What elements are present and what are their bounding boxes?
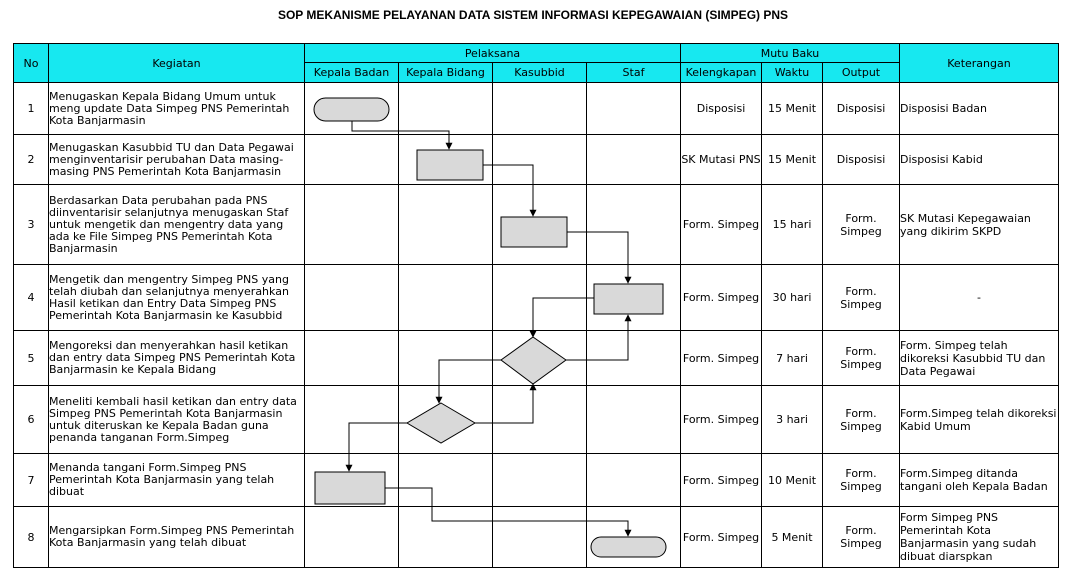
row-kegiatan: Mengarsipkan Form.Simpeg PNS Pemerintah …	[48, 506, 305, 568]
sop-table: No Kegiatan Pelaksana Mutu Baku Keterang…	[13, 43, 1059, 568]
row-keterangan: -	[899, 264, 1059, 331]
row-kelengkapan: Form. Simpeg	[680, 385, 762, 454]
row-kegiatan: Meneliti kembali hasil ketikan dan entry…	[48, 385, 305, 454]
row-waktu: 15 Menit	[761, 134, 823, 185]
row-no: 8	[13, 506, 49, 568]
row-waktu: 10 Menit	[761, 453, 823, 507]
table-row: 7 Menanda tangani Form.Simpeg PNS Pemeri…	[13, 453, 1059, 507]
header-no: No	[13, 43, 49, 83]
header-kelengkapan: Kelengkapan	[680, 62, 762, 83]
row-output: Disposisi	[822, 134, 900, 185]
header-kegiatan: Kegiatan	[48, 43, 305, 83]
row-kegiatan: Mengoreksi dan menyerahkan hasil ketikan…	[48, 330, 305, 386]
row-keterangan: Form Simpeg PNS Pemerintah Kota Banjarma…	[899, 506, 1059, 568]
row-waktu: 5 Menit	[761, 506, 823, 568]
row-no: 2	[13, 134, 49, 185]
row-keterangan: SK Mutasi Kepegawaian yang dikirim SKPD	[899, 184, 1059, 265]
row-waktu: 30 hari	[761, 264, 823, 331]
row-kegiatan: Menugaskan Kepala Bidang Umum untuk meng…	[48, 82, 305, 135]
header-lane-kasubbid: Kasubbid	[492, 62, 587, 83]
table-row: 4 Mengetik dan mengentry Simpeg PNS yang…	[13, 264, 1059, 331]
row-keterangan: Form.Simpeg telah dikoreksi Kabid Umum	[899, 385, 1059, 454]
row-no: 5	[13, 330, 49, 386]
row-kelengkapan: Disposisi	[680, 82, 762, 135]
row-waktu: 7 hari	[761, 330, 823, 386]
page-title: SOP MEKANISME PELAYANAN DATA SISTEM INFO…	[277, 8, 789, 22]
row-kegiatan: Mengetik dan mengentry Simpeg PNS yang t…	[48, 264, 305, 331]
row-output: Form. Simpeg	[822, 264, 900, 331]
header-waktu: Waktu	[761, 62, 823, 83]
row-no: 4	[13, 264, 49, 331]
row-kegiatan: Menugaskan Kasubbid TU dan Data Pegawai …	[48, 134, 305, 185]
row-waktu: 15 Menit	[761, 82, 823, 135]
table-row: 8 Mengarsipkan Form.Simpeg PNS Pemerinta…	[13, 506, 1059, 568]
header-lane-kepala-badan: Kepala Badan	[304, 62, 399, 83]
header-keterangan: Keterangan	[899, 43, 1059, 83]
table-row: 5 Mengoreksi dan menyerahkan hasil ketik…	[13, 330, 1059, 386]
row-no: 7	[13, 453, 49, 507]
row-waktu: 3 hari	[761, 385, 823, 454]
header-lane-staf: Staf	[586, 62, 681, 83]
row-keterangan: Disposisi Badan	[899, 82, 1059, 135]
table-row: 2 Menugaskan Kasubbid TU dan Data Pegawa…	[13, 134, 1059, 185]
table-row: 6 Meneliti kembali hasil ketikan dan ent…	[13, 385, 1059, 454]
header-pelaksana: Pelaksana	[304, 43, 681, 63]
row-kegiatan: Berdasarkan Data perubahan pada PNS diin…	[48, 184, 305, 265]
row-output: Form. Simpeg	[822, 184, 900, 265]
row-kegiatan: Menanda tangani Form.Simpeg PNS Pemerint…	[48, 453, 305, 507]
row-kelengkapan: Form. Simpeg	[680, 330, 762, 386]
row-output: Disposisi	[822, 82, 900, 135]
row-waktu: 15 hari	[761, 184, 823, 265]
row-no: 6	[13, 385, 49, 454]
row-kelengkapan: Form. Simpeg	[680, 506, 762, 568]
header-output: Output	[822, 62, 900, 83]
row-kelengkapan: Form. Simpeg	[680, 264, 762, 331]
table-row: 3 Berdasarkan Data perubahan pada PNS di…	[13, 184, 1059, 265]
row-output: Form. Simpeg	[822, 506, 900, 568]
table-row: 1 Menugaskan Kepala Bidang Umum untuk me…	[13, 82, 1059, 135]
row-no: 1	[13, 82, 49, 135]
row-kelengkapan: Form. Simpeg	[680, 453, 762, 507]
header-lane-kepala-bidang: Kepala Bidang	[398, 62, 493, 83]
row-output: Form. Simpeg	[822, 453, 900, 507]
row-keterangan: Form.Simpeg ditanda tangani oleh Kepala …	[899, 453, 1059, 507]
row-kelengkapan: Form. Simpeg	[680, 184, 762, 265]
row-output: Form. Simpeg	[822, 330, 900, 386]
row-kelengkapan: SK Mutasi PNS	[680, 134, 762, 185]
row-keterangan: Disposisi Kabid	[899, 134, 1059, 185]
row-no: 3	[13, 184, 49, 265]
row-output: Form. Simpeg	[822, 385, 900, 454]
row-keterangan: Form. Simpeg telah dikoreksi Kasubbid TU…	[899, 330, 1059, 386]
header-mutu-baku: Mutu Baku	[680, 43, 900, 63]
